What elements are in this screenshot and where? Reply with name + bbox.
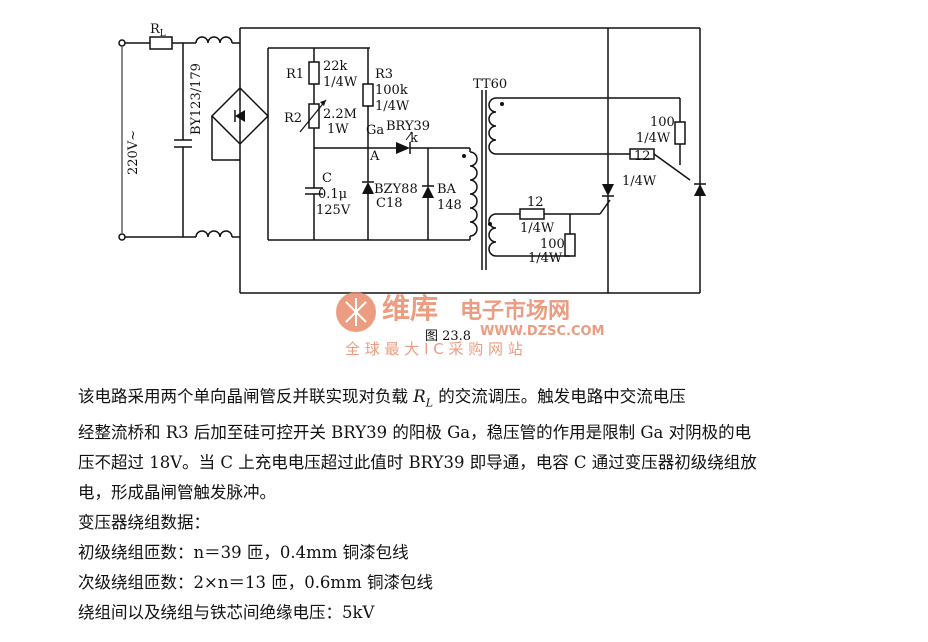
- label-r2-val: 2.2M: [323, 107, 357, 122]
- insulation-voltage-line: 绕组间以及绕组与铁芯间绝缘电压：5kV: [78, 603, 375, 623]
- secondary-winding-line: 次级绕组匝数：2×n＝13 匝，0.6mm 铜漆包线: [78, 573, 433, 593]
- label-c: C: [322, 171, 332, 186]
- diode-ba148: [422, 148, 434, 240]
- label-c-val: 0.1μ: [318, 187, 347, 202]
- label-r100b: 100: [540, 237, 565, 252]
- label-rl: RL: [150, 22, 166, 39]
- transformer-secondary-top: [488, 97, 680, 155]
- rl-symbol: RL: [413, 387, 433, 410]
- label-c18: C18: [376, 196, 403, 211]
- label-ga: Ga: [366, 123, 384, 138]
- label-c-v: 125V: [316, 203, 351, 218]
- resistor-r1: [308, 48, 320, 104]
- paragraph-line-4: 电，形成晶闸管触发脉冲。: [78, 483, 276, 503]
- watermark-brand2: 电子市场网: [460, 298, 570, 324]
- paragraph-line-1: 该电路采用两个单向晶闸管反并联实现对负载 RL 的交流调压。触发电路中交流电压: [78, 387, 686, 410]
- label-r100b-w: 1/4W: [528, 251, 563, 266]
- watermark-brand: 维库: [382, 292, 438, 325]
- label-r3-val: 100k: [375, 83, 408, 98]
- label-r12b-w: 1/4W: [520, 221, 555, 236]
- resistor-100a: [674, 121, 686, 145]
- paragraph-line-2: 经整流桥和 R3 后加至硅可控开关 BRY39 的阳极 Ga，稳压管的作用是限制…: [78, 423, 752, 443]
- label-r100a: 100: [650, 115, 675, 130]
- label-r1-w: 1/4W: [323, 75, 358, 90]
- watermark-url: WWW.DZSC.COM: [480, 324, 604, 339]
- label-r2: R2: [284, 111, 302, 126]
- thyristor-right: [694, 183, 706, 196]
- label-r2-w: 1W: [327, 122, 349, 137]
- watermark: 维库 电子市场网 WWW.DZSC.COM 全 球 最 大 I C 采 购 网 …: [336, 292, 604, 358]
- label-r3-w: 1/4W: [375, 99, 410, 114]
- label-r3: R3: [375, 67, 393, 82]
- paragraph-line-3: 压不超过 18V。当 C 上充电电压超过此值时 BRY39 即导通，电容 C 通…: [78, 453, 757, 473]
- zener-bzy88: [362, 148, 374, 240]
- winding-data-heading: 变压器绕组数据：: [78, 513, 210, 533]
- thyristor-left: [602, 170, 614, 293]
- top-inductor: [195, 36, 233, 44]
- input-terminal-top: [118, 39, 126, 47]
- label-r12b: 12: [527, 195, 544, 210]
- label-r12a: 12: [634, 149, 651, 164]
- capacitor-c: [305, 148, 323, 240]
- watermark-slogan: 全 球 最 大 I C 采 购 网 站: [345, 340, 523, 358]
- by-capacitor: [174, 43, 192, 237]
- label-220v: 220V~: [126, 130, 141, 175]
- circuit-diagram: RL BY123/179 220V~ R1 22k 1/4W R3 100k 1…: [118, 22, 706, 358]
- figure-caption: 图 23.8: [425, 329, 471, 344]
- label-r100a-w: 1/4W: [636, 131, 671, 146]
- label-ba: BA: [437, 182, 457, 197]
- label-r12a-w: 1/4W: [622, 174, 657, 189]
- label-r1-val: 22k: [323, 59, 348, 74]
- primary-winding-line: 初级绕组匝数：n＝39 匝，0.4mm 铜漆包线: [78, 543, 409, 563]
- bridge-rectifier: [210, 48, 270, 161]
- label-bry39: BRY39: [386, 119, 430, 134]
- bottom-inductor: [195, 230, 233, 238]
- resistor-r3: [362, 48, 374, 148]
- resistor-r2: [299, 99, 327, 148]
- transformer-secondary-bottom: [488, 199, 611, 257]
- description-text: 该电路采用两个单向晶闸管反并联实现对负载 RL 的交流调压。触发电路中交流电压 …: [78, 382, 868, 628]
- label-by: BY123/179: [189, 63, 204, 135]
- scs-bry39: [384, 131, 470, 154]
- label-tt60: TT60: [473, 77, 507, 92]
- load-resistor-rl: [125, 36, 196, 50]
- transformer-primary: [462, 148, 478, 240]
- label-k: k: [410, 131, 418, 146]
- input-terminal-bottom: [118, 233, 126, 241]
- label-r1: R1: [286, 67, 304, 82]
- label-a: A: [369, 149, 380, 164]
- label-bzy88: BZY88: [374, 182, 418, 197]
- label-ba148: 148: [437, 198, 462, 213]
